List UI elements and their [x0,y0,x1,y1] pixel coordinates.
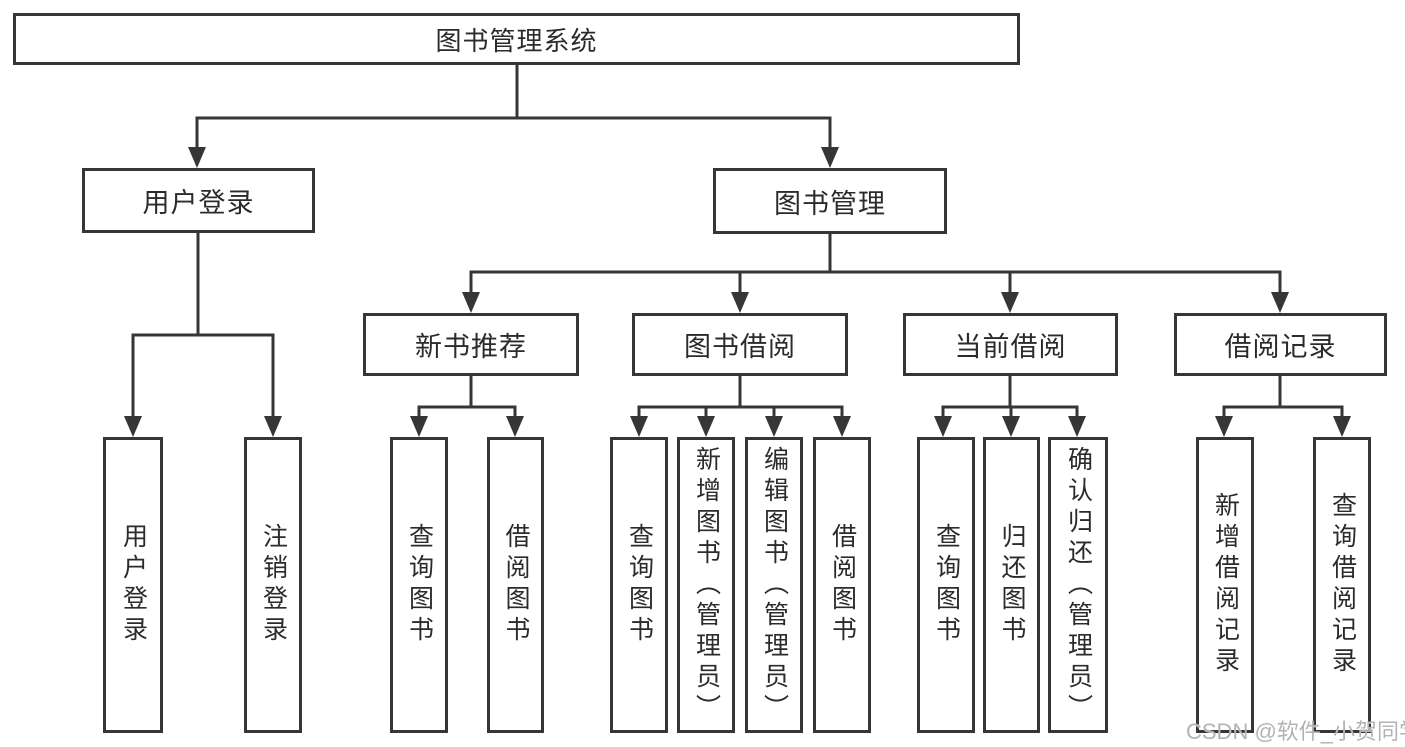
leaf-cb-query-books-label: 查询图书 [932,523,961,647]
leaf-cb-return-books-label: 归还图书 [998,523,1026,647]
node-new-book-rec: 新书推荐 [363,313,579,376]
leaf-nb-query-books-label: 查询图书 [405,523,434,647]
node-current-borrow: 当前借阅 [903,313,1118,376]
leaf-nb-borrow-books: 借阅图书 [487,437,544,733]
node-book-borrow: 图书借阅 [632,313,848,376]
node-borrow-records: 借阅记录 [1174,313,1387,376]
leaf-bb-add-books-admin-label: 新增图书（管理员） [692,445,721,725]
leaf-logout-label: 注销登录 [259,523,288,647]
leaf-cb-confirm-return-admin-label: 确认归还（管理员） [1064,445,1093,725]
leaf-bh-add-record-label: 新增借阅记录 [1211,492,1240,678]
node-root: 图书管理系统 [13,13,1020,65]
connector-current-borrow-children [934,376,1086,437]
connector-borrow-history-children [1215,376,1351,437]
leaf-bb-add-books-admin: 新增图书（管理员） [677,437,735,733]
leaf-bh-add-record: 新增借阅记录 [1196,437,1254,733]
connector-root-to-level2 [188,65,839,168]
leaf-user-login-label: 用户登录 [119,523,148,647]
leaf-bh-query-record: 查询借阅记录 [1313,437,1371,733]
leaf-bb-query-books: 查询图书 [610,437,668,733]
leaf-logout: 注销登录 [244,437,302,733]
leaf-bh-query-record-label: 查询借阅记录 [1328,492,1357,678]
leaf-cb-query-books: 查询图书 [917,437,975,733]
node-user-login: 用户登录 [82,168,315,233]
watermark: CSDN @软件_小贺同学 [1186,719,1405,744]
leaf-bb-borrow-books-label: 借阅图书 [828,523,857,647]
node-root-label: 图书管理系统 [435,25,598,56]
node-book-borrow-label: 图书借阅 [684,332,796,362]
node-current-borrow-label: 当前借阅 [954,332,1067,362]
connector-user-login-children [124,233,282,437]
leaf-cb-confirm-return-admin: 确认归还（管理员） [1048,437,1108,733]
leaf-user-login: 用户登录 [103,437,163,733]
leaf-bb-borrow-books: 借阅图书 [813,437,871,733]
leaf-cb-return-books: 归还图书 [983,437,1040,733]
connector-new-books-children [410,376,524,437]
node-book-mgmt-label: 图书管理 [774,188,886,219]
connector-book-borrow-children [630,376,851,437]
node-user-login-label: 用户登录 [142,188,255,218]
leaf-bb-edit-books-admin: 编辑图书（管理员） [745,437,803,733]
node-new-book-rec-label: 新书推荐 [415,332,527,362]
connector-book-mgmt-children [462,234,1289,313]
leaf-bb-edit-books-admin-label: 编辑图书（管理员） [760,445,789,725]
leaf-bb-query-books-label: 查询图书 [625,523,654,647]
node-borrow-records-label: 借阅记录 [1224,332,1337,362]
node-book-mgmt: 图书管理 [713,168,947,234]
leaf-nb-query-books: 查询图书 [390,437,448,733]
leaf-nb-borrow-books-label: 借阅图书 [502,523,530,647]
